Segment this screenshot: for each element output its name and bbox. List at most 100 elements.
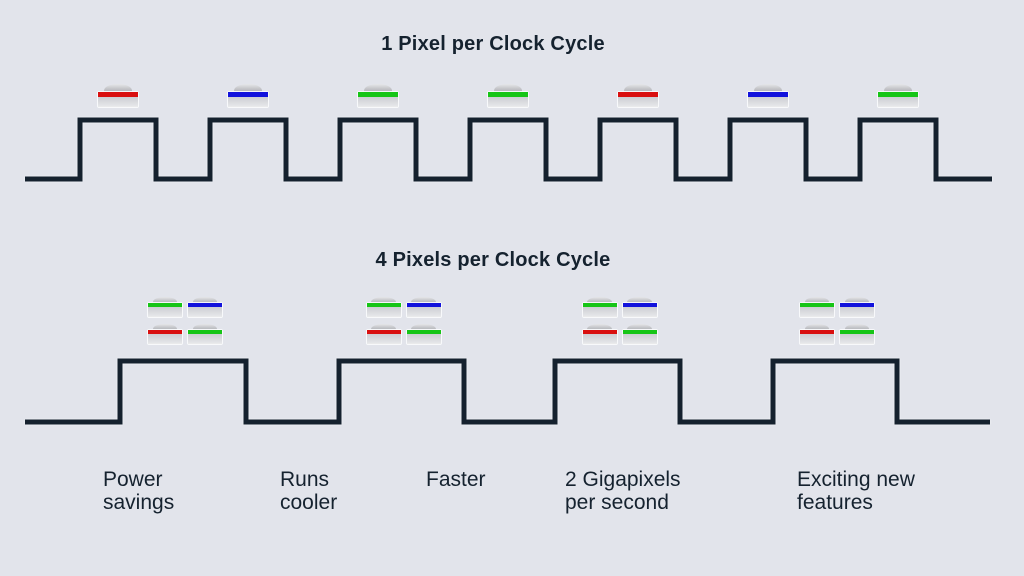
benefit-label: Power savings xyxy=(103,468,175,514)
photodiode-body xyxy=(98,97,138,107)
photodiode-body xyxy=(228,97,268,107)
photodiode-body xyxy=(366,334,401,344)
photodiode-body xyxy=(618,97,658,107)
photosite-block xyxy=(148,330,182,344)
photosite-block xyxy=(800,330,834,344)
pixel-icon-green xyxy=(878,84,918,107)
photosite-block xyxy=(878,92,918,107)
pixel-icon-blue xyxy=(228,84,268,107)
pixel-icon-red xyxy=(800,324,834,344)
microlens-dome-icon xyxy=(883,84,913,92)
microlens-dome-icon xyxy=(844,324,870,330)
photosite-block xyxy=(406,330,441,344)
microlens-dome-icon xyxy=(627,297,652,303)
pixel-icon-green xyxy=(366,297,401,317)
benefit-label: Runs cooler xyxy=(280,468,338,514)
microlens-dome-icon xyxy=(233,84,263,92)
photosite-block xyxy=(748,92,788,107)
color-filter-stripe xyxy=(622,303,657,307)
benefit-label: Exciting new features xyxy=(797,468,915,514)
photodiode-body xyxy=(366,307,401,317)
photodiode-body xyxy=(582,307,617,317)
photosite-block xyxy=(358,92,398,107)
color-filter-stripe xyxy=(406,303,441,307)
microlens-dome-icon xyxy=(623,84,653,92)
pixel-quad-group xyxy=(366,297,441,344)
color-filter-stripe xyxy=(406,330,441,334)
microlens-dome-icon xyxy=(493,84,523,92)
photodiode-body xyxy=(148,334,182,344)
microlens-dome-icon xyxy=(411,324,436,330)
photodiode-body xyxy=(148,307,182,317)
section1-title: 1 Pixel per Clock Cycle xyxy=(381,33,605,55)
photodiode-body xyxy=(188,334,222,344)
color-filter-stripe xyxy=(358,92,398,97)
pixel-icon-blue xyxy=(748,84,788,107)
color-filter-stripe xyxy=(148,303,182,307)
color-filter-stripe xyxy=(582,330,617,334)
benefit-label: Faster xyxy=(426,468,486,491)
color-filter-stripe xyxy=(800,303,834,307)
photodiode-body xyxy=(188,307,222,317)
photodiode-body xyxy=(622,307,657,317)
photodiode-body xyxy=(840,334,874,344)
pixel-icon-red xyxy=(98,84,138,107)
microlens-dome-icon xyxy=(192,297,218,303)
microlens-dome-icon xyxy=(587,297,612,303)
photosite-block xyxy=(366,330,401,344)
photosite-block xyxy=(622,330,657,344)
color-filter-stripe xyxy=(622,330,657,334)
microlens-dome-icon xyxy=(363,84,393,92)
pixel-icon-blue xyxy=(188,297,222,317)
color-filter-stripe xyxy=(582,303,617,307)
photodiode-body xyxy=(622,334,657,344)
color-filter-stripe xyxy=(228,92,268,97)
pixel-icon-green xyxy=(488,84,528,107)
photosite-block xyxy=(98,92,138,107)
pixel-quad-group xyxy=(148,297,222,344)
section1-clock-waveform xyxy=(25,117,992,182)
photosite-block xyxy=(228,92,268,107)
photodiode-body xyxy=(488,97,528,107)
color-filter-stripe xyxy=(748,92,788,97)
section2-title: 4 Pixels per Clock Cycle xyxy=(375,249,611,271)
color-filter-stripe xyxy=(366,303,401,307)
microlens-dome-icon xyxy=(411,297,436,303)
photosite-block xyxy=(622,303,657,317)
color-filter-stripe xyxy=(188,303,222,307)
photodiode-body xyxy=(800,307,834,317)
color-filter-stripe xyxy=(366,330,401,334)
photosite-block xyxy=(148,303,182,317)
microlens-dome-icon xyxy=(753,84,783,92)
photodiode-body xyxy=(878,97,918,107)
microlens-dome-icon xyxy=(627,324,652,330)
pixel-icon-red xyxy=(366,324,401,344)
microlens-dome-icon xyxy=(371,297,396,303)
photosite-block xyxy=(488,92,528,107)
photodiode-body xyxy=(406,334,441,344)
pixel-icon-blue xyxy=(622,297,657,317)
color-filter-stripe xyxy=(488,92,528,97)
photodiode-body xyxy=(840,307,874,317)
photosite-block xyxy=(366,303,401,317)
pixel-icon-green xyxy=(800,297,834,317)
color-filter-stripe xyxy=(840,303,874,307)
photosite-block xyxy=(840,330,874,344)
microlens-dome-icon xyxy=(192,324,218,330)
microlens-dome-icon xyxy=(804,324,830,330)
color-filter-stripe xyxy=(98,92,138,97)
benefit-label: 2 Gigapixels per second xyxy=(565,468,681,514)
photosite-block xyxy=(800,303,834,317)
pixel-icon-green xyxy=(582,297,617,317)
photosite-block xyxy=(188,330,222,344)
microlens-dome-icon xyxy=(804,297,830,303)
color-filter-stripe xyxy=(840,330,874,334)
section2-clock-waveform xyxy=(25,358,990,425)
color-filter-stripe xyxy=(618,92,658,97)
color-filter-stripe xyxy=(148,330,182,334)
pixel-icon-green xyxy=(188,324,222,344)
pixel-quad-group xyxy=(800,297,874,344)
pixel-icon-red xyxy=(618,84,658,107)
pixel-icon-blue xyxy=(406,297,441,317)
